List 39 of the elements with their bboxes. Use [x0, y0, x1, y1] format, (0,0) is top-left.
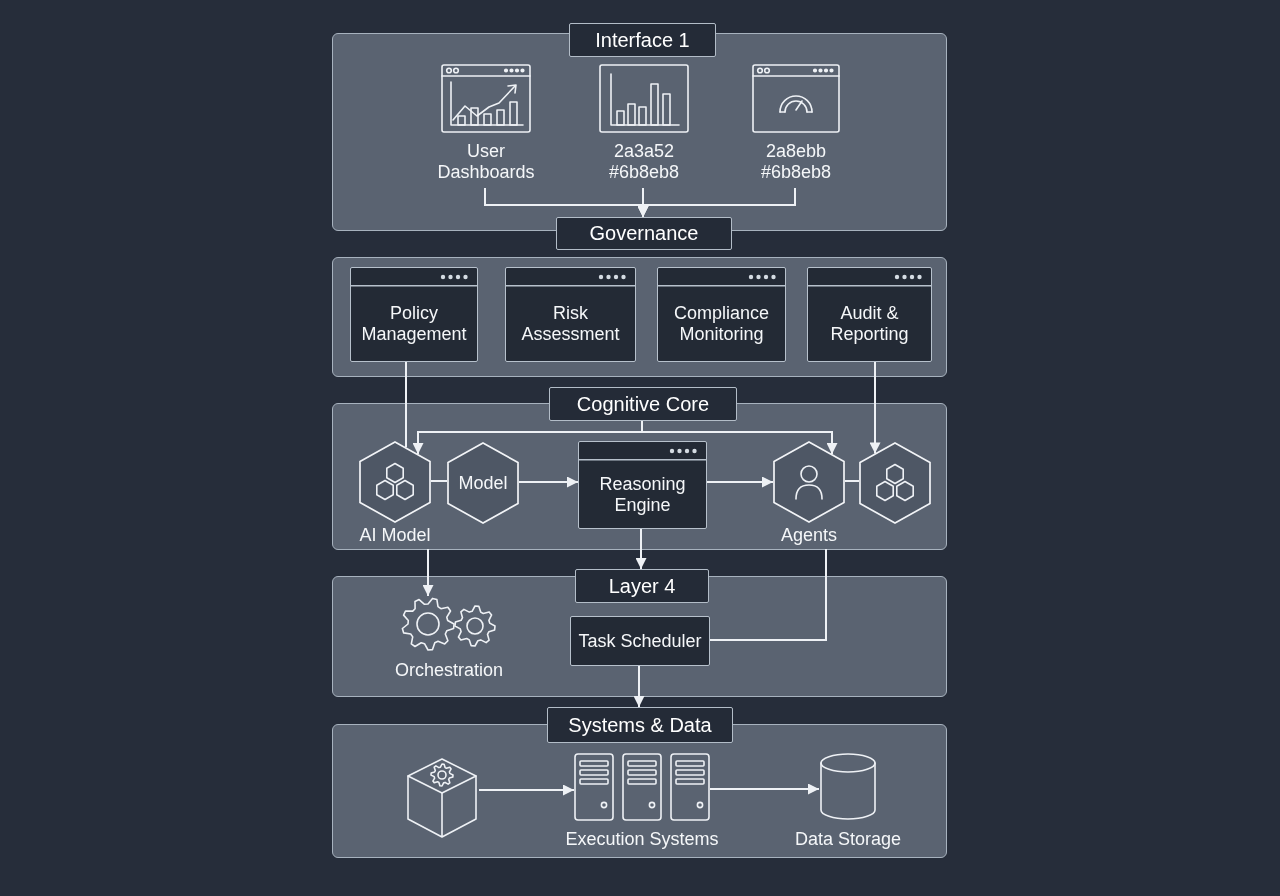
node-label: Model	[458, 472, 508, 494]
connector-line	[430, 480, 448, 482]
node-caption: 2a3a52 #6b8eb8	[607, 141, 681, 183]
arrow	[635, 528, 647, 570]
window-card	[350, 267, 478, 362]
node-caption: Execution Systems	[565, 829, 719, 850]
arrow	[478, 784, 575, 796]
arrow	[706, 476, 774, 488]
arrow	[869, 361, 881, 455]
layer-header: Cognitive Core	[549, 387, 737, 421]
node-caption: Orchestration	[394, 660, 503, 681]
node-caption: AI Model	[359, 525, 431, 546]
node-caption: Agents	[781, 525, 837, 546]
node-caption: User Dashboards	[436, 141, 536, 183]
node-label: Risk Assessment	[520, 303, 621, 345]
arrow	[637, 187, 796, 218]
arrow	[709, 783, 820, 795]
layer-header: Governance	[556, 217, 732, 250]
layer-header: Layer 4	[575, 569, 709, 603]
node-label: Reasoning Engine	[598, 473, 687, 516]
node-label: Policy Management	[360, 303, 468, 345]
node-caption: Data Storage	[794, 829, 902, 850]
process-box: Task Scheduler	[570, 616, 710, 666]
arrow	[518, 476, 579, 488]
arrow	[422, 548, 434, 597]
node-label: Compliance Monitoring	[672, 303, 770, 345]
connector-line	[709, 548, 827, 641]
window-card	[578, 441, 707, 529]
node-caption: 2a8ebb #6b8eb8	[759, 141, 833, 183]
window-card	[505, 267, 636, 362]
gear-cube-icon	[405, 756, 479, 840]
layer-header: Systems & Data	[547, 707, 733, 743]
arrow	[633, 665, 645, 708]
connector-line	[844, 480, 860, 482]
node-label: Audit & Reporting	[829, 303, 910, 345]
window-card	[657, 267, 786, 362]
window-card	[807, 267, 932, 362]
layer-header: Interface 1	[569, 23, 716, 57]
connector-line	[405, 361, 407, 449]
